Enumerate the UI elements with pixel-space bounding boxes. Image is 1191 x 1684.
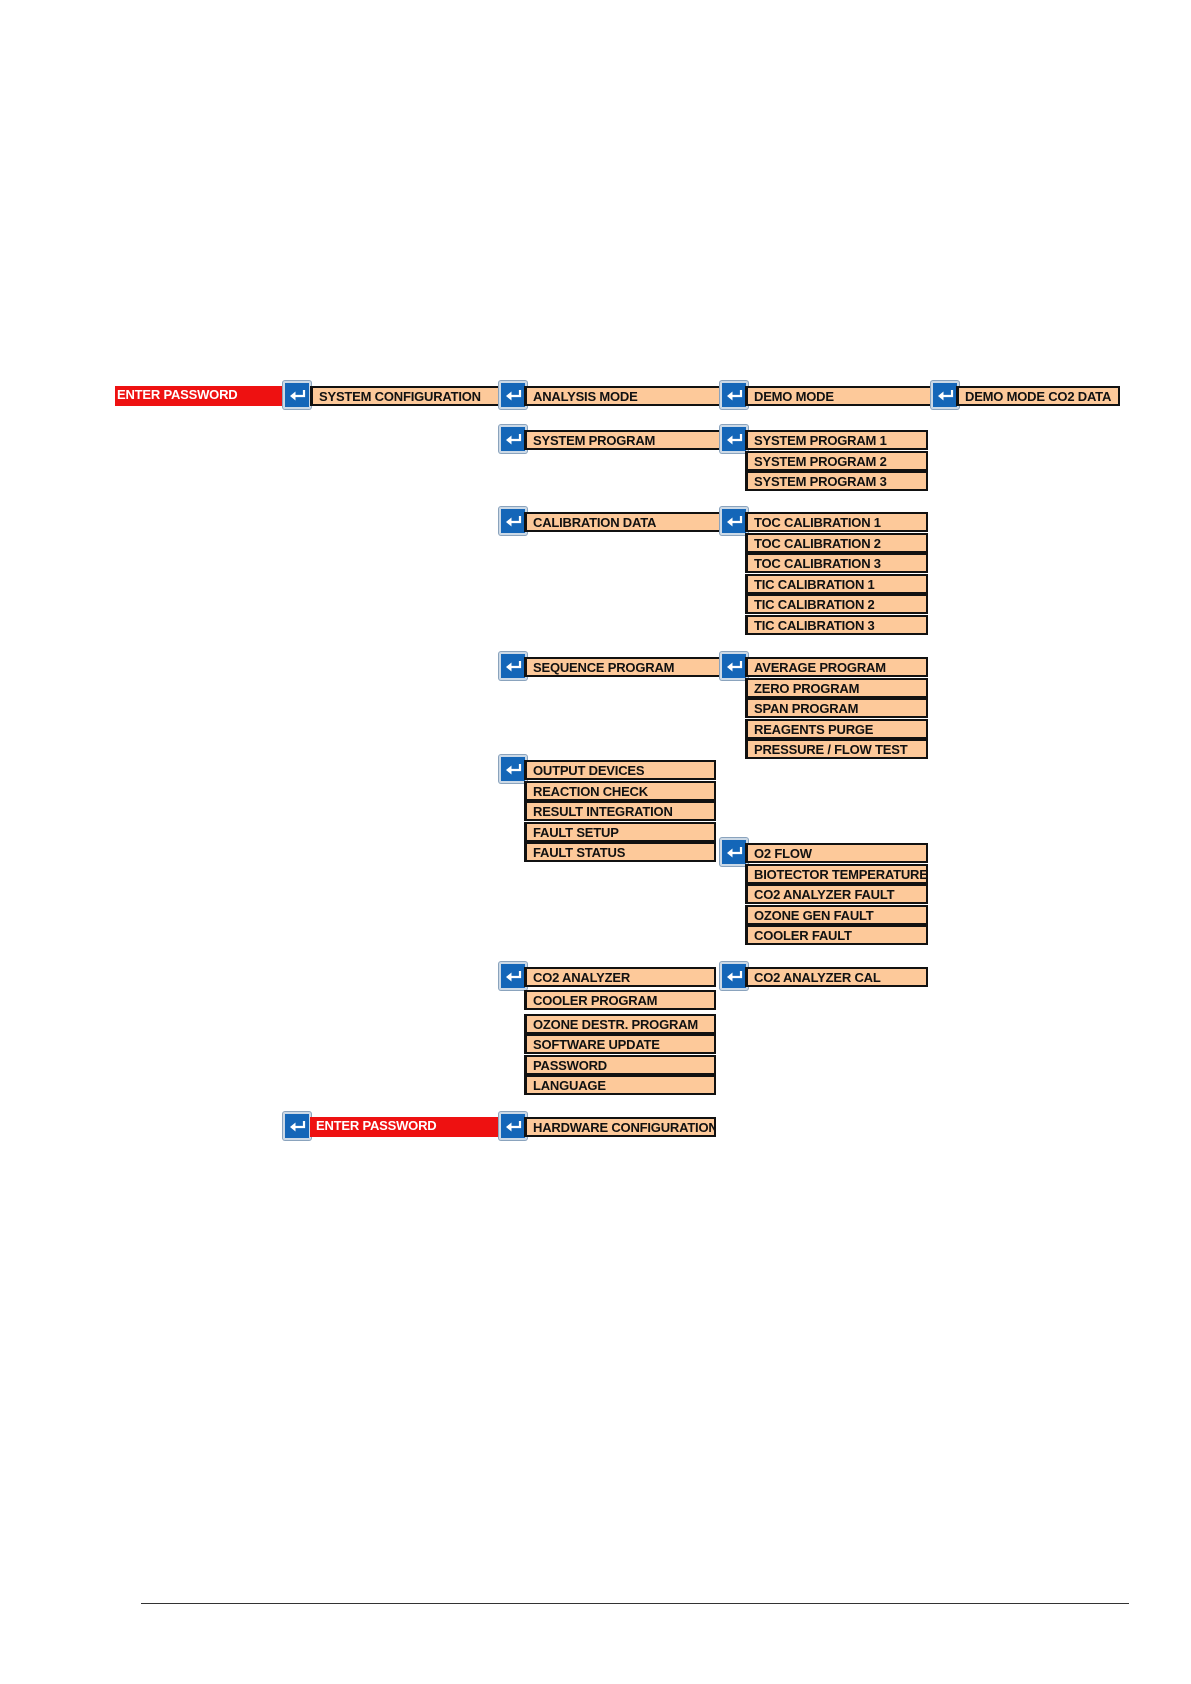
menu-item-co2-analyzer-cal[interactable]: CO2 ANALYZER CAL: [745, 967, 928, 987]
menu-item-analysis-mode[interactable]: ANALYSIS MODE: [524, 386, 744, 406]
menu-item-system-configuration[interactable]: SYSTEM CONFIGURATION: [310, 386, 506, 406]
menu-item-enter-password[interactable]: ENTER PASSWORD: [310, 1117, 499, 1137]
menu-item-span-program[interactable]: SPAN PROGRAM: [745, 698, 928, 719]
enter-key-icon[interactable]: [499, 425, 527, 453]
menu-item-average-program[interactable]: AVERAGE PROGRAM: [745, 657, 928, 677]
menu-item-tic-calibration-2[interactable]: TIC CALIBRATION 2: [745, 594, 928, 615]
menu-item-tic-calibration-3[interactable]: TIC CALIBRATION 3: [745, 615, 928, 635]
menu-item-pressure-flow-test[interactable]: PRESSURE / FLOW TEST: [745, 739, 928, 760]
menu-item-tic-calibration-1[interactable]: TIC CALIBRATION 1: [745, 573, 928, 594]
menu-item-co2-analyzer-fault[interactable]: CO2 ANALYZER FAULT: [745, 884, 928, 905]
menu-item-system-program[interactable]: SYSTEM PROGRAM: [524, 430, 744, 450]
menu-item-cooler-fault[interactable]: COOLER FAULT: [745, 925, 928, 946]
menu-item-password[interactable]: PASSWORD: [524, 1054, 716, 1075]
menu-item-calibration-data[interactable]: CALIBRATION DATA: [524, 512, 744, 532]
menu-item-cooler-program[interactable]: COOLER PROGRAM: [524, 990, 716, 1010]
enter-key-icon[interactable]: [499, 381, 527, 409]
enter-key-icon[interactable]: [499, 755, 527, 783]
menu-item-co2-analyzer[interactable]: CO2 ANALYZER: [524, 967, 716, 987]
menu-item-enter-password[interactable]: ENTER PASSWORD: [115, 386, 285, 406]
menu-item-hardware-configuration[interactable]: HARDWARE CONFIGURATION: [524, 1117, 716, 1137]
menu-item-fault-status[interactable]: FAULT STATUS: [524, 842, 716, 863]
enter-key-icon[interactable]: [720, 838, 748, 866]
menu-item-toc-calibration-1[interactable]: TOC CALIBRATION 1: [745, 512, 928, 532]
enter-key-icon[interactable]: [499, 1112, 527, 1140]
footer-rule: [141, 1603, 1129, 1604]
menu-item-reaction-check[interactable]: REACTION CHECK: [524, 780, 716, 801]
menu-item-demo-mode[interactable]: DEMO MODE: [745, 386, 954, 406]
menu-item-system-program-1[interactable]: SYSTEM PROGRAM 1: [745, 430, 928, 450]
menu-item-ozone-destr-program[interactable]: OZONE DESTR. PROGRAM: [524, 1013, 716, 1034]
enter-key-icon[interactable]: [720, 652, 748, 680]
menu-item-software-update[interactable]: SOFTWARE UPDATE: [524, 1034, 716, 1054]
menu-item-demo-mode-co2-data[interactable]: DEMO MODE CO2 DATA: [956, 386, 1120, 406]
enter-key-icon[interactable]: [720, 381, 748, 409]
enter-key-icon[interactable]: [720, 507, 748, 535]
menu-item-system-program-2[interactable]: SYSTEM PROGRAM 2: [745, 450, 928, 471]
enter-key-icon[interactable]: [283, 381, 311, 409]
enter-key-icon[interactable]: [499, 507, 527, 535]
menu-item-zero-program[interactable]: ZERO PROGRAM: [745, 677, 928, 698]
enter-key-icon[interactable]: [499, 962, 527, 990]
enter-key-icon[interactable]: [931, 381, 959, 409]
enter-key-icon[interactable]: [720, 962, 748, 990]
menu-item-sequence-program[interactable]: SEQUENCE PROGRAM: [524, 657, 744, 677]
menu-item-output-devices[interactable]: OUTPUT DEVICES: [524, 760, 716, 780]
enter-key-icon[interactable]: [283, 1112, 311, 1140]
enter-key-icon[interactable]: [720, 425, 748, 453]
menu-item-reagents-purge[interactable]: REAGENTS PURGE: [745, 718, 928, 739]
menu-item-result-integration[interactable]: RESULT INTEGRATION: [524, 801, 716, 822]
menu-item-ozone-gen-fault[interactable]: OZONE GEN FAULT: [745, 904, 928, 925]
menu-item-fault-setup[interactable]: FAULT SETUP: [524, 821, 716, 842]
menu-item-o2-flow[interactable]: O2 FLOW: [745, 843, 928, 863]
menu-item-toc-calibration-2[interactable]: TOC CALIBRATION 2: [745, 532, 928, 553]
menu-item-biotector-temperature[interactable]: BIOTECTOR TEMPERATURE: [745, 863, 928, 884]
menu-item-language[interactable]: LANGUAGE: [524, 1075, 716, 1095]
menu-item-system-program-3[interactable]: SYSTEM PROGRAM 3: [745, 471, 928, 492]
menu-item-toc-calibration-3[interactable]: TOC CALIBRATION 3: [745, 553, 928, 574]
enter-key-icon[interactable]: [499, 652, 527, 680]
